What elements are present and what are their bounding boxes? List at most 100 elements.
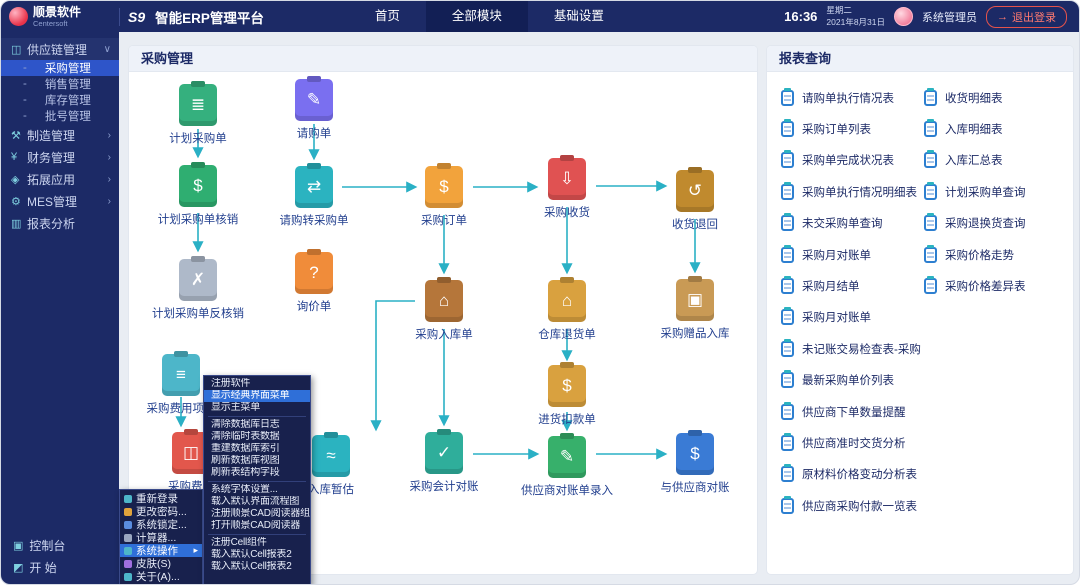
flow-node[interactable]: ⌂ 仓库退货单 xyxy=(519,280,615,342)
flow-node-label: 采购会计对账 xyxy=(409,481,479,493)
flow-node[interactable]: $ 与供应商对账 xyxy=(647,433,743,495)
report-link[interactable]: 收货明细表 xyxy=(924,82,1067,113)
sidebar-item[interactable]: 批号管理 xyxy=(1,108,119,124)
flow-node[interactable]: ⇄ 请购转采购单 xyxy=(266,166,362,228)
logout-label: 退出登录 xyxy=(1012,11,1056,24)
sidebar-footer: ▣ 控制台 ◩ 开 始 xyxy=(1,534,119,578)
report-link-label: 采购单完成状况表 xyxy=(802,155,894,168)
flow-node[interactable]: ⇩ 采购收货 xyxy=(519,158,615,220)
report-clipboard-icon xyxy=(781,495,794,514)
sidebar-footer-icon: ◩ xyxy=(13,561,24,574)
report-link[interactable]: 计划采购单查询 xyxy=(924,176,1067,207)
report-link[interactable]: 供应商准时交货分析 xyxy=(781,427,924,458)
submenu-item[interactable]: 注册顺景CAD阅读器组件 xyxy=(211,508,310,519)
report-link[interactable]: 最新采购单价列表 xyxy=(781,365,924,396)
submenu-item[interactable] xyxy=(208,416,306,417)
submenu-item[interactable]: 显示经典界面菜单 xyxy=(204,390,310,402)
submenu-item[interactable]: 注册软件 xyxy=(211,378,251,389)
sidebar-item[interactable]: ◈ 拓展应用 › xyxy=(1,168,119,190)
flow-node[interactable]: ↺ 收货退回 xyxy=(647,170,743,232)
submenu-item[interactable]: 刷新表结构字段 xyxy=(211,467,280,478)
flow-node[interactable]: ≣ 计划采购单 xyxy=(150,84,246,146)
flow-node[interactable]: ✎ 供应商对账单录入 xyxy=(519,436,615,498)
menu-item-icon xyxy=(124,572,132,581)
flow-node[interactable]: ✓ 采购会计对账 xyxy=(396,432,492,494)
report-link[interactable]: 未交采购单查询 xyxy=(781,208,924,239)
report-clipboard-icon xyxy=(781,87,794,106)
flow-node[interactable]: ⌂ 采购入库单 xyxy=(396,280,492,342)
report-link[interactable]: 采购月对账单 xyxy=(781,302,924,333)
report-link[interactable]: 供应商采购付款一览表 xyxy=(781,490,924,521)
header-nav-item[interactable]: 基础设置 xyxy=(553,9,604,23)
submenu-item[interactable]: 打开顺景CAD阅读器 xyxy=(211,520,301,531)
submenu-item[interactable]: 注册Cell组件 xyxy=(211,537,267,548)
report-clipboard-icon xyxy=(781,432,794,451)
context-menu-item[interactable]: 计算器... xyxy=(120,531,202,544)
sidebar-item[interactable]: 销售管理 xyxy=(1,76,119,92)
report-link[interactable]: 请购单执行情况表 xyxy=(781,82,924,113)
flow-node[interactable]: ▣ 采购赠品入库 xyxy=(647,279,743,341)
report-link[interactable]: 入库汇总表 xyxy=(924,145,1067,176)
flow-node-icon: ⇩ xyxy=(548,158,586,200)
chevron-icon: ∨ xyxy=(103,43,111,55)
submenu-item[interactable]: 载入默认Cell报表2 xyxy=(211,549,292,560)
sidebar-footer-item[interactable]: ▣ 控制台 xyxy=(1,534,119,556)
submenu-item[interactable] xyxy=(208,534,306,535)
flow-node[interactable]: ✎ 请购单 xyxy=(266,79,362,141)
report-link[interactable]: 采购月结单 xyxy=(781,270,924,301)
sidebar-item[interactable]: ¥ 财务管理 › xyxy=(1,146,119,168)
flow-node[interactable]: $ 进货扣款单 xyxy=(519,365,615,427)
submenu-arrow-icon: ▸ xyxy=(193,545,198,555)
report-link[interactable]: 未记账交易检查表-采购 xyxy=(781,333,924,364)
flow-node-label: 供应商对账单录入 xyxy=(521,485,613,497)
flow-node[interactable]: $ 计划采购单核销 xyxy=(150,165,246,227)
submenu-item[interactable]: 载入默认Cell报表2 xyxy=(211,561,292,572)
logout-button[interactable]: → 退出登录 xyxy=(986,5,1067,28)
submenu-item[interactable]: 重建数据库索引 xyxy=(211,443,280,454)
report-clipboard-icon xyxy=(924,276,937,295)
user-avatar[interactable] xyxy=(894,7,913,26)
submenu-item[interactable] xyxy=(208,481,306,482)
header-nav-item[interactable]: 全部模块 xyxy=(425,1,528,32)
sidebar-item[interactable]: ▥ 报表分析 xyxy=(1,212,119,234)
submenu-item[interactable]: 刷新数据库视图 xyxy=(211,455,280,466)
report-link-label: 采购月对账单 xyxy=(802,249,871,262)
report-link[interactable]: 采购价格差异表 xyxy=(924,270,1067,301)
flow-node[interactable]: ≈ 入库暂估 xyxy=(283,435,379,497)
submenu-item[interactable]: 清除数据库日志 xyxy=(211,419,280,430)
flow-node[interactable]: ≡ 采购费用项目 xyxy=(133,354,229,416)
report-link[interactable]: 采购单完成状况表 xyxy=(781,145,924,176)
report-link[interactable]: 采购单执行情况明细表 xyxy=(781,176,924,207)
sidebar-item[interactable]: 库存管理 xyxy=(1,92,119,108)
flow-node-label: 计划采购单反核销 xyxy=(152,308,244,320)
report-link[interactable]: 采购退换货查询 xyxy=(924,208,1067,239)
context-menu-item[interactable]: 关于(A)... xyxy=(120,570,202,583)
context-menu-item[interactable]: 更改密码... xyxy=(120,505,202,518)
flow-node[interactable]: $ 采购订单 xyxy=(396,166,492,228)
report-link-label: 采购月结单 xyxy=(802,281,860,294)
sidebar-item[interactable]: ⚒ 制造管理 › xyxy=(1,124,119,146)
sidebar-item[interactable]: 采购管理 xyxy=(1,60,119,76)
report-link[interactable]: 原材料价格变动分析表 xyxy=(781,459,924,490)
submenu-item[interactable]: 系统字体设置... xyxy=(211,484,278,495)
context-menu-item[interactable]: 皮肤(S) xyxy=(120,557,202,570)
context-menu-item[interactable]: 系统锁定... xyxy=(120,518,202,531)
flow-node[interactable]: ✗ 计划采购单反核销 xyxy=(150,259,246,321)
flow-node[interactable]: ? 询价单 xyxy=(266,252,362,314)
context-menu-item[interactable]: 系统操作 ▸ xyxy=(120,544,202,557)
submenu-item[interactable]: 载入默认界面流程图 xyxy=(211,496,300,507)
sidebar-item[interactable]: ◫ 供应链管理 ∨ xyxy=(1,38,119,60)
report-link[interactable]: 采购订单列表 xyxy=(781,113,924,144)
sidebar-footer-item[interactable]: ◩ 开 始 xyxy=(1,556,119,578)
submenu-item[interactable]: 显示主菜单 xyxy=(211,402,260,413)
report-link[interactable]: 入库明细表 xyxy=(924,113,1067,144)
header-nav-item[interactable]: 首页 xyxy=(374,9,400,23)
report-link-label: 未交采购单查询 xyxy=(802,218,883,231)
submenu-item[interactable]: 清除临时表数据 xyxy=(211,431,280,442)
context-menu-item[interactable]: 重新登录 xyxy=(120,492,202,505)
report-link[interactable]: 采购价格走势 xyxy=(924,239,1067,270)
report-link[interactable]: 供应商下单数量提醒 xyxy=(781,396,924,427)
report-clipboard-icon xyxy=(781,464,794,483)
report-link[interactable]: 采购月对账单 xyxy=(781,239,924,270)
sidebar-item[interactable]: ⚙ MES管理 › xyxy=(1,190,119,212)
